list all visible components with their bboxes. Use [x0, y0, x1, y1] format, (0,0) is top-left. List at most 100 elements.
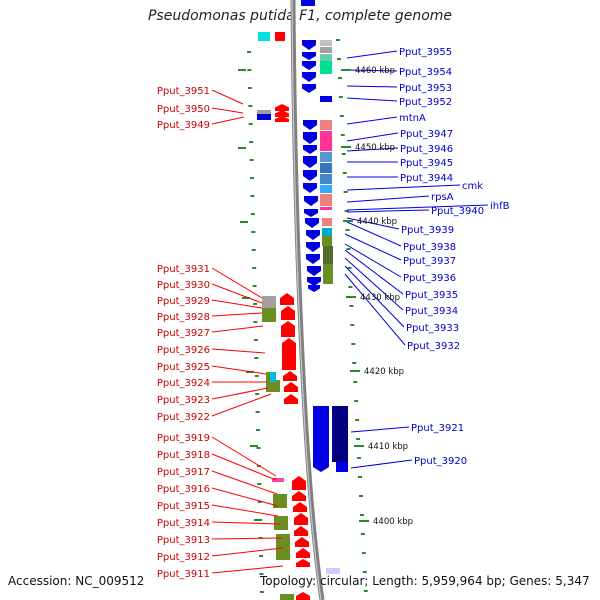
homolog-block — [258, 32, 270, 41]
gene-label-left: Pput_3914 — [157, 518, 210, 529]
homolog-block — [262, 308, 276, 322]
scale-label: 4440 kbp — [357, 217, 397, 227]
leader-line — [211, 565, 284, 574]
gene-label-right: ihfB — [490, 201, 510, 212]
homolog-block — [320, 185, 332, 193]
gene-label-left: Pput_3925 — [157, 362, 210, 373]
forward-gene-arrow — [284, 382, 298, 392]
map-title: Pseudomonas putida F1, complete genome — [147, 8, 453, 24]
scale-label: 4460 kbp — [355, 66, 395, 76]
scale-label: 4430 kbp — [360, 293, 400, 303]
reverse-gene-arrow — [303, 120, 317, 130]
reverse-gene — [336, 462, 348, 472]
forward-gene-arrow — [292, 491, 306, 501]
scale-label: 4420 kbp — [364, 367, 404, 377]
leader-line — [350, 459, 413, 469]
gene-label-right: Pput_3938 — [403, 242, 456, 253]
leader-line — [211, 89, 244, 105]
homolog-block — [274, 516, 288, 530]
gene-label-left: Pput_3951 — [157, 86, 210, 97]
forward-gene-arrow — [293, 502, 307, 512]
leader-line — [211, 387, 269, 400]
forward-gene-arrow — [281, 306, 295, 320]
gene-label-left: Pput_3917 — [157, 467, 210, 478]
leader-line — [211, 504, 279, 517]
reverse-gene — [301, 0, 315, 6]
gene-label-right: Pput_3937 — [403, 256, 456, 267]
gene-label-left: Pput_3931 — [157, 264, 210, 275]
homolog-block — [273, 494, 287, 508]
leader-line — [211, 487, 279, 507]
gene-label-left: Pput_3923 — [157, 395, 210, 406]
gene-label-left: Pput_3926 — [157, 345, 210, 356]
reverse-gene — [332, 406, 348, 462]
reverse-gene-arrow — [302, 72, 316, 82]
leader-line — [211, 521, 281, 525]
gene-label-right: mtnA — [399, 113, 426, 124]
gene-label-right: cmk — [462, 181, 483, 192]
reverse-gene-arrow — [306, 242, 320, 252]
reverse-gene-arrow — [306, 230, 320, 240]
forward-gene-arrow — [275, 110, 289, 117]
reverse-gene-arrow — [302, 84, 316, 93]
homolog-block — [320, 40, 332, 46]
reverse-gene-arrow — [302, 40, 316, 50]
scale-label: 4400 kbp — [373, 517, 413, 527]
homolog-block — [280, 594, 294, 600]
leader-line — [346, 147, 399, 152]
gene-label-right: Pput_3952 — [399, 97, 452, 108]
leader-line — [211, 325, 264, 333]
gene-label-right: Pput_3936 — [403, 273, 456, 284]
forward-gene-arrow — [275, 104, 289, 111]
leader-line — [344, 243, 402, 278]
reverse-gene-arrow — [304, 196, 318, 206]
leader-line — [211, 283, 263, 304]
leader-line — [346, 217, 400, 230]
forward-gene-arrow — [296, 559, 310, 567]
gene-label-right: Pput_3944 — [400, 173, 453, 184]
homolog-block — [320, 120, 332, 130]
leader-line — [211, 365, 267, 375]
leader-line — [211, 470, 278, 495]
leader-line — [346, 116, 398, 125]
gene-label-right: Pput_3947 — [400, 129, 453, 140]
homolog-block — [320, 54, 332, 61]
forward-gene-arrow — [294, 513, 308, 525]
reverse-gene-arrow — [303, 145, 317, 154]
gene-label-right: Pput_3921 — [411, 423, 464, 434]
reverse-gene-arrow — [304, 209, 318, 217]
leader-line — [346, 132, 399, 142]
gene-label-left: Pput_3916 — [157, 484, 210, 495]
gene-label-right: Pput_3939 — [401, 225, 454, 236]
reverse-gene-arrow — [302, 52, 316, 60]
reverse-gene-arrow — [303, 132, 317, 144]
leader-line — [346, 184, 461, 191]
homolog-block — [262, 296, 276, 308]
homolog-block — [320, 61, 332, 74]
leader-line — [211, 348, 266, 354]
reverse-gene — [257, 114, 271, 120]
forward-gene-arrow — [275, 116, 289, 122]
forward-gene-arrow — [284, 394, 298, 404]
gene-label-left: Pput_3922 — [157, 412, 210, 423]
forward-gene-arrow — [296, 592, 310, 600]
gene-label-right: Pput_3954 — [399, 67, 452, 78]
gene-label-right: Pput_3946 — [400, 144, 453, 155]
gene-label-left: Pput_3949 — [157, 120, 210, 131]
homolog-block — [320, 152, 332, 162]
forward-gene-arrow — [283, 371, 297, 381]
leader-line — [346, 195, 430, 203]
leader-line — [346, 204, 489, 211]
homolog-block — [320, 174, 332, 184]
forward-gene-arrow — [280, 293, 294, 305]
leader-line — [211, 393, 272, 417]
homolog-block — [272, 478, 284, 482]
gene-label-right: Pput_3935 — [405, 290, 458, 301]
genome-backbone-highlight — [291, 0, 322, 600]
leader-line — [211, 453, 277, 481]
leader-line — [344, 273, 406, 346]
forward-gene-arrow — [296, 548, 310, 558]
forward-gene-arrow — [295, 537, 309, 547]
leader-line — [211, 116, 245, 125]
genome-backbone — [290, 0, 325, 600]
